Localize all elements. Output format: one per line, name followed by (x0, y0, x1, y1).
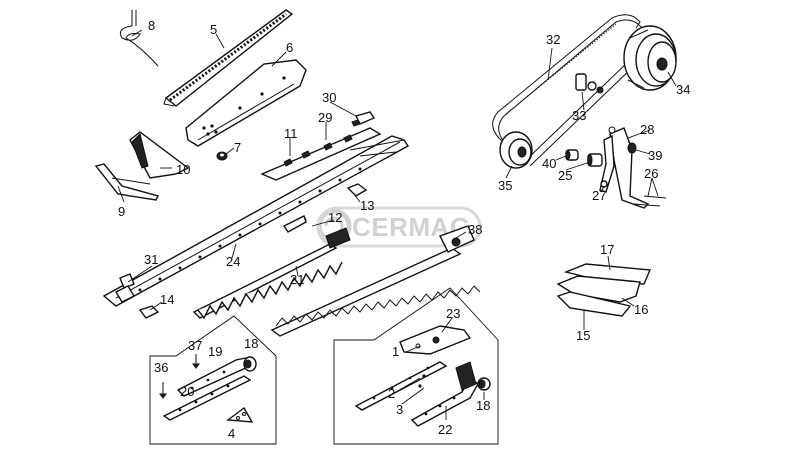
part-26-bolts (633, 195, 667, 207)
callout-39: 39 (648, 148, 662, 163)
callout-34: 34 (676, 82, 690, 97)
part-31-end-plate (115, 273, 135, 303)
callout-22: 22 (438, 422, 452, 437)
callout-20: 20 (180, 384, 194, 399)
callout-18-right: 18 (476, 398, 490, 413)
callout-33: 33 (572, 108, 586, 123)
callout-4: 4 (228, 426, 235, 441)
callout-5: 5 (210, 22, 217, 37)
part-4-section (226, 406, 254, 423)
callout-38: 38 (468, 222, 482, 237)
part-35-pulley (499, 131, 533, 169)
callout-2: 2 (388, 386, 395, 401)
callout-1: 1 (392, 344, 399, 359)
part-30-clip (351, 111, 376, 127)
part-2-3-rivets (418, 374, 426, 388)
callout-9: 9 (118, 204, 125, 219)
part-1-knife-back (354, 361, 448, 411)
callout-32: 32 (546, 32, 560, 47)
callout-40: 40 (542, 156, 556, 171)
part-8-spring-hook (119, 10, 159, 67)
part-13-plate (346, 183, 368, 197)
callout-28: 28 (640, 122, 654, 137)
callout-37: 37 (188, 338, 202, 353)
part-9-skid (94, 163, 160, 201)
part-36-bolt (159, 382, 167, 399)
part-24-cutter-bar (102, 135, 410, 307)
callout-6: 6 (286, 40, 293, 55)
callout-25: 25 (558, 168, 572, 183)
callout-29: 29 (318, 110, 332, 125)
callout-17: 17 (600, 242, 614, 257)
part-21-knife-section (192, 227, 351, 320)
part-10-divider-point (129, 131, 190, 179)
part-39-bolt-head (627, 142, 637, 154)
callout-24: 24 (226, 254, 240, 269)
callout-21: 21 (290, 272, 304, 287)
callout-14: 14 (160, 292, 174, 307)
callout-36: 36 (154, 360, 168, 375)
part-34-pulley (623, 25, 677, 91)
callout-11: 11 (284, 126, 298, 141)
callout-labels: 8 5 6 7 10 9 11 30 29 13 12 38 31 24 21 … (118, 18, 690, 441)
part-18-bushing-left (243, 356, 257, 372)
callout-13: 13 (360, 198, 374, 213)
callout-15: 15 (576, 328, 590, 343)
callout-19: 19 (208, 344, 222, 359)
callout-8: 8 (148, 18, 155, 33)
part-6-shield (185, 59, 307, 147)
part-18-bushing-right (477, 377, 491, 391)
callout-7: 7 (234, 140, 241, 155)
callout-31: 31 (144, 252, 158, 267)
callout-16: 16 (634, 302, 648, 317)
part-small-fasteners (282, 215, 307, 233)
part-40-25-spacers (565, 149, 603, 167)
part-20-knife-back-lower-left (162, 375, 252, 421)
callout-23: 23 (446, 306, 460, 321)
part-15-shield (556, 291, 632, 317)
inset-frame-right (333, 287, 499, 445)
callout-35: 35 (498, 178, 512, 193)
callout-26: 26 (644, 166, 658, 181)
part-33-stud (575, 73, 604, 94)
callout-18-left: 18 (244, 336, 258, 351)
callout-27: 27 (592, 188, 606, 203)
leader-lines (117, 29, 677, 420)
part-28-bracket (599, 126, 650, 209)
part-37-bolt (192, 354, 200, 369)
part-22-knife-back-lower (410, 361, 479, 427)
part-32-belt (492, 14, 643, 167)
part-5-blade (163, 9, 294, 107)
callout-3: 3 (396, 402, 403, 417)
part-7-nut (216, 151, 228, 161)
callout-30: 30 (322, 90, 336, 105)
part-14-block (138, 305, 160, 319)
part-11-guard-plate (260, 127, 382, 181)
inset-frame-left (149, 315, 277, 445)
callout-10: 10 (176, 162, 190, 177)
callout-12: 12 (328, 210, 342, 225)
